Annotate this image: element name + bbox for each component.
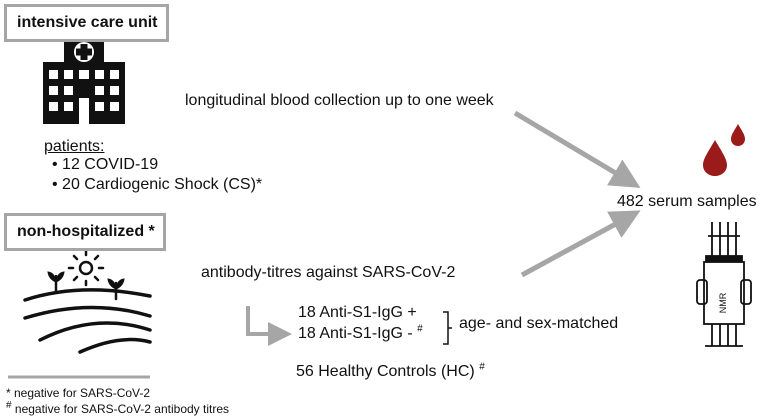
matched-label: age- and sex-matched — [459, 315, 619, 332]
collection-label: longitudinal blood collection up to one … — [185, 92, 494, 109]
non-hospitalized-title-box: non-hospitalized * — [4, 213, 166, 251]
matched-bracket — [443, 311, 452, 345]
arrow-antibody — [520, 210, 641, 278]
serum-samples-label: 482 serum samples — [617, 193, 757, 210]
icu-title-box: intensive care unit — [4, 4, 169, 42]
footnote-hash: # negative for SARS-CoV-2 antibody titre… — [6, 400, 230, 417]
nmr-instrument-icon — [696, 222, 752, 347]
anti-s1-igg-negative: 18 Anti-S1-IgG - # — [298, 323, 423, 342]
anti-s1-igg-positive: 18 Anti-S1-IgG + — [298, 304, 417, 321]
healthy-controls-label: 56 Healthy Controls (HC) # — [296, 361, 485, 380]
patient-group-covid: • 12 COVID-19 — [52, 156, 159, 173]
footnote-star: * negative for SARS-CoV-2 — [6, 386, 151, 400]
patient-group-cs: • 20 Cardiogenic Shock (CS)* — [52, 176, 263, 193]
landscape-icon — [23, 249, 152, 354]
antibody-label: antibody-titres against SARS-CoV-2 — [201, 264, 456, 281]
blood-drops-icon — [703, 124, 745, 176]
arrow-split — [246, 306, 292, 346]
patients-label: patients: — [44, 138, 105, 155]
hospital-icon — [43, 40, 125, 124]
arrow-collection — [513, 110, 641, 188]
nmr-label: NMR — [718, 292, 728, 314]
